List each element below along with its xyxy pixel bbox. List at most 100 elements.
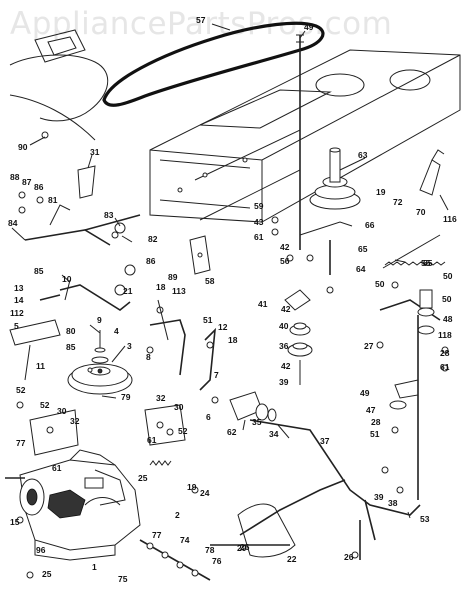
callout-12: 12 (218, 322, 228, 332)
callout-39a: 39 (279, 377, 289, 387)
callout-25a: 25 (138, 473, 148, 483)
callout-79: 79 (121, 392, 131, 402)
callout-40: 40 (279, 321, 289, 331)
callout-19b: 19 (187, 482, 197, 492)
callout-28: 28 (440, 348, 450, 358)
callout-26b: 26 (344, 552, 354, 562)
callout-10: 10 (62, 274, 72, 284)
fender-shape (9, 29, 109, 141)
callout-113: 113 (172, 286, 186, 296)
callout-81: 81 (48, 195, 58, 205)
callout-42c: 42 (281, 361, 291, 371)
callout-62: 62 (227, 427, 237, 437)
callout-4: 4 (114, 326, 119, 336)
callout-30b: 30 (174, 402, 184, 412)
callout-61c: 61 (52, 463, 62, 473)
callout-50c: 50 (442, 294, 452, 304)
callout-72: 72 (393, 197, 403, 207)
callout-6: 6 (206, 412, 211, 422)
callout-49: 49 (304, 22, 314, 32)
callout-50a: 50 (375, 279, 385, 289)
callout-47: 47 (366, 405, 376, 415)
callout-59: 59 (254, 201, 264, 211)
callout-61b: 61 (440, 362, 450, 372)
callout-89: 89 (168, 272, 178, 282)
idler-36 (287, 342, 313, 357)
spring-25 (149, 460, 172, 466)
callout-3: 3 (127, 341, 132, 351)
callout-13: 13 (14, 283, 24, 293)
callout-86: 86 (34, 182, 44, 192)
callout-14: 14 (14, 295, 24, 305)
callout-51a: 51 (370, 429, 380, 439)
callout-74: 74 (180, 535, 190, 545)
callout-58: 58 (205, 276, 215, 286)
callout-36: 36 (279, 341, 289, 351)
callouts: 57 49 90 31 63 88 86 87 81 83 82 84 85 1… (8, 15, 457, 584)
callout-70: 70 (416, 207, 426, 217)
callout-42a: 42 (280, 242, 290, 252)
callout-24: 24 (200, 488, 210, 498)
callout-65b: 65 (423, 258, 433, 268)
callout-41: 41 (258, 299, 268, 309)
callout-83: 83 (104, 210, 114, 220)
callout-11: 11 (36, 361, 45, 371)
callout-88: 88 (10, 172, 20, 182)
callout-77a: 77 (16, 438, 26, 448)
callout-61a: 61 (254, 232, 264, 242)
chassis-frame (149, 49, 461, 223)
callout-56: 56 (280, 256, 290, 266)
callout-85b: 85 (66, 342, 76, 352)
callout-31: 31 (90, 147, 100, 157)
callout-55: 55 (421, 258, 431, 268)
transaxle-1 (19, 449, 141, 561)
callout-30a: 30 (57, 406, 67, 416)
callout-76: 76 (212, 556, 222, 566)
callout-75: 75 (118, 574, 128, 584)
callout-7: 7 (214, 370, 219, 380)
callout-34: 34 (269, 429, 279, 439)
callout-25b: 25 (42, 569, 52, 579)
callout-118: 118 (438, 330, 452, 340)
pulley-63 (309, 147, 361, 210)
callout-78: 78 (205, 545, 215, 555)
callout-1: 1 (92, 562, 97, 572)
callout-2: 2 (175, 510, 180, 520)
callout-51b: 51 (203, 315, 213, 325)
callout-15: 15 (10, 517, 20, 527)
callout-90: 90 (18, 142, 28, 152)
callout-80: 80 (66, 326, 76, 336)
callout-21: 21 (123, 286, 133, 296)
callout-9: 9 (97, 315, 102, 325)
callout-61d: 61 (147, 435, 157, 445)
spring-55 (384, 261, 446, 266)
callout-35: 35 (252, 417, 262, 427)
callout-50b: 50 (443, 271, 453, 281)
fasteners (16, 131, 449, 579)
callout-43: 43 (254, 217, 264, 227)
callout-66: 66 (365, 220, 375, 230)
callout-28b: 28 (371, 417, 381, 427)
callout-48: 48 (443, 314, 453, 324)
callout-85a: 85 (34, 266, 44, 276)
callout-18b: 18 (228, 335, 238, 345)
callout-32b: 32 (156, 393, 166, 403)
callout-52a: 52 (16, 385, 26, 395)
callout-32a: 32 (70, 416, 80, 426)
callout-116: 116 (443, 214, 457, 224)
callout-52b: 52 (40, 400, 50, 410)
callout-84: 84 (8, 218, 18, 228)
callout-49b: 49 (360, 388, 370, 398)
callout-42b: 42 (281, 304, 291, 314)
callout-18a: 18 (156, 282, 166, 292)
callout-29: 29 (237, 543, 247, 553)
callout-87: 87 (22, 177, 32, 187)
main-pulley-3 (67, 356, 133, 395)
callout-22: 22 (287, 554, 297, 564)
callout-63: 63 (358, 150, 368, 160)
callout-39b: 39 (374, 492, 384, 502)
callout-53: 53 (420, 514, 430, 524)
callout-37: 37 (320, 436, 330, 446)
callout-96: 96 (36, 545, 46, 555)
